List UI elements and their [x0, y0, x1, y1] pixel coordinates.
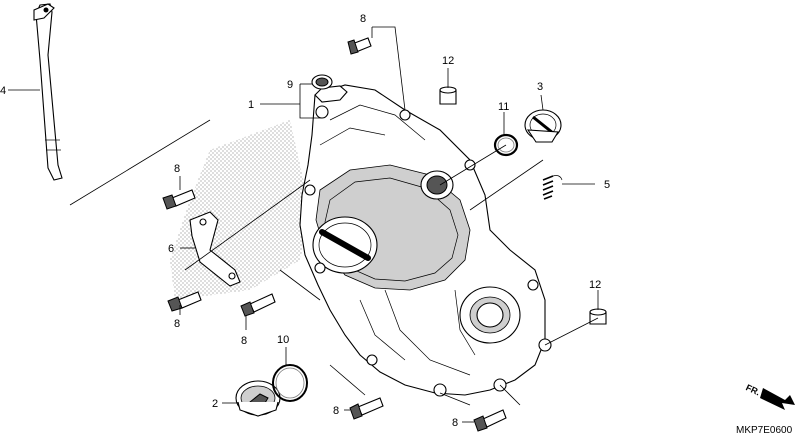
callout-1: 1	[248, 99, 254, 111]
bolt-upper-left	[162, 189, 196, 210]
callout-9: 9	[287, 79, 293, 91]
callout-8-bottom-left: 8	[333, 405, 339, 417]
callout-2: 2	[212, 398, 218, 410]
callout-8-mid: 8	[241, 335, 247, 347]
direction-label: FR.	[744, 382, 761, 397]
bolt-bottom-left	[349, 397, 384, 420]
spring	[542, 175, 563, 200]
oil-seal	[311, 74, 333, 90]
leader-lines	[8, 26, 599, 423]
callout-8-left: 8	[174, 318, 180, 330]
o-ring-small	[493, 133, 519, 157]
callout-8-bottom-right: 8	[452, 417, 458, 429]
plug-cap	[235, 380, 281, 417]
bolt-top	[347, 37, 372, 55]
bracket	[189, 211, 241, 287]
dowel-pin-top	[439, 86, 457, 105]
gasket-shading	[170, 120, 310, 300]
shaft-rod	[33, 3, 63, 181]
bolt-mid	[240, 293, 276, 317]
callout-8-upper-left: 8	[174, 163, 180, 175]
callout-4: 4	[0, 85, 6, 97]
callout-3: 3	[537, 81, 543, 93]
callout-10: 10	[277, 334, 289, 346]
callout-8-top: 8	[360, 13, 366, 25]
clutch-cover	[299, 84, 552, 397]
callout-5: 5	[604, 179, 610, 191]
callout-12-right: 12	[589, 279, 601, 291]
callout-12-top: 12	[442, 55, 454, 67]
dowel-pin-right	[589, 308, 607, 325]
o-ring-large	[272, 364, 308, 402]
callout-labels: 8 9 1 4 12 11 3 5 8 6 8 8 10 2 8 8 12	[0, 13, 610, 429]
bolt-left	[167, 291, 202, 312]
bolt-bottom-right	[473, 409, 507, 432]
callout-6: 6	[168, 243, 174, 255]
oil-filler-cap	[524, 109, 562, 143]
front-direction-arrow: FR.	[744, 382, 795, 410]
diagram-code: MKP7E0600	[736, 425, 793, 436]
callout-11: 11	[498, 101, 509, 113]
